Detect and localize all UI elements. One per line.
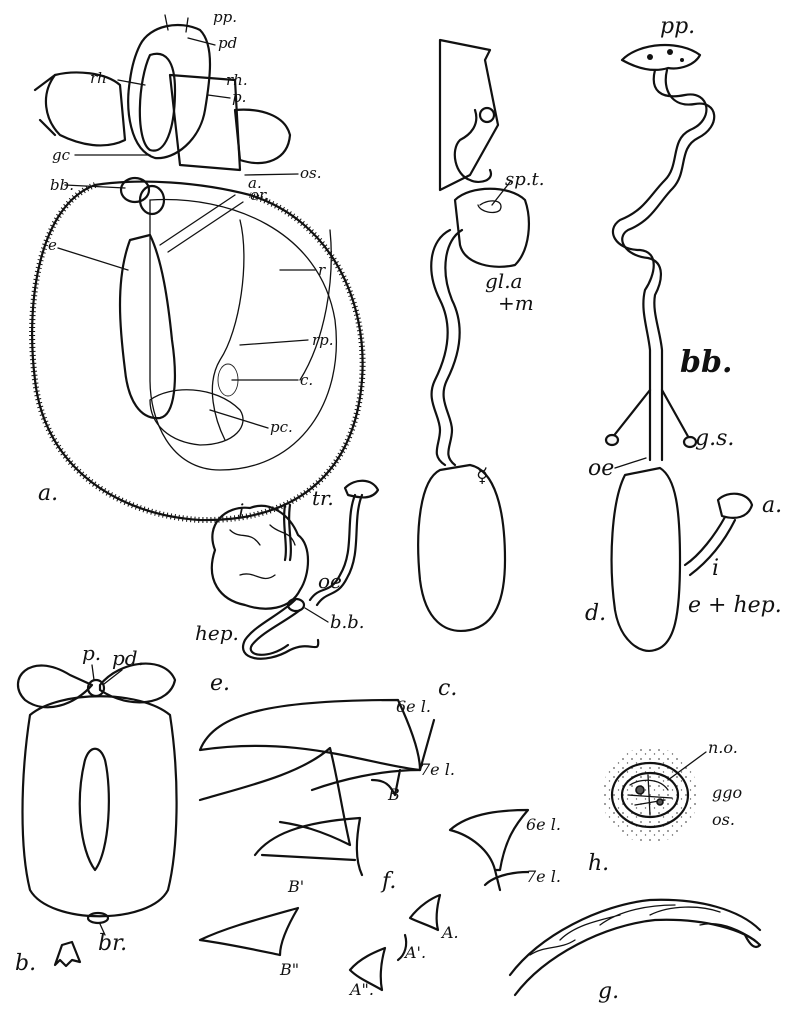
label-a-p: p. xyxy=(232,88,246,106)
label-a-os: os. xyxy=(300,164,322,182)
figure-d-body xyxy=(612,468,680,651)
tooth-A xyxy=(410,895,440,930)
label-c-spt: sp.t. xyxy=(505,169,544,190)
label-a-pd: pd xyxy=(218,34,237,52)
label-h-ggo: ggo xyxy=(712,783,742,802)
label-d-gs: g.s. xyxy=(695,426,734,451)
label-e-tr: tr. xyxy=(312,486,334,510)
figure-a: pp. pd rh rh. p. gc bb. e os. a. or. r r… xyxy=(32,8,363,520)
label-f-A: A. xyxy=(440,923,459,942)
figure-c: sp.t. gl.a +m ☿ c. xyxy=(418,40,544,701)
label-d-i: i xyxy=(712,556,719,581)
label-f-6e-right: 6e l. xyxy=(526,815,561,834)
label-e-hep: hep. xyxy=(195,621,239,645)
label-f-B: B xyxy=(387,785,400,804)
tooth-B-prime xyxy=(200,748,350,845)
tooth-7e xyxy=(312,720,434,795)
label-d-bb: bb. xyxy=(680,345,732,380)
label-a-r: r xyxy=(318,261,326,279)
label-d-ehep: e + hep. xyxy=(688,593,782,618)
label-a-or: or. xyxy=(250,186,269,204)
label-a-rp: rp. xyxy=(312,331,334,349)
label-a-rh-right: rh. xyxy=(226,71,248,89)
caption-c: c. xyxy=(438,676,457,701)
label-h-os: os. xyxy=(712,810,735,829)
organ-e xyxy=(120,235,175,418)
figure-g: g. xyxy=(510,900,760,1004)
caption-d: d. xyxy=(585,601,606,626)
figure-b: p. pd. br. b. xyxy=(15,641,177,976)
label-b-pd: pd. xyxy=(112,646,144,670)
label-c-m: +m xyxy=(498,291,534,315)
label-b-p: p. xyxy=(82,641,101,665)
label-e-i: i. xyxy=(238,499,251,523)
caption-h: h. xyxy=(588,851,609,876)
tooth-B-double xyxy=(200,908,298,955)
label-c-gla: gl.a xyxy=(485,269,522,293)
figure-c-body xyxy=(418,465,505,631)
label-f-Aprime: A'. xyxy=(403,943,426,962)
label-h-no: n.o. xyxy=(708,738,738,757)
label-e-bb: b.b. xyxy=(330,612,365,633)
caption-g: g. xyxy=(598,979,619,1004)
label-f-Bprime: B' xyxy=(287,877,304,896)
figure-d: pp. bb. g.s. oe a. i e + hep. d. xyxy=(585,14,782,651)
label-e-oe: oe xyxy=(318,569,342,593)
figure-f: 6e l. 7e l. B B' B" 6e l. 7e l. A. A'. A… xyxy=(200,697,561,999)
label-f-Adouble: A". xyxy=(348,980,374,999)
label-a-pc: pc. xyxy=(270,418,293,436)
label-c-hermaphrodite: ☿ xyxy=(476,463,488,487)
label-f-7e-left: 7e l. xyxy=(420,760,455,779)
label-d-oe: oe xyxy=(588,456,614,481)
caption-a: a. xyxy=(38,481,58,506)
label-d-a: a. xyxy=(762,493,782,518)
label-a-e: e xyxy=(48,236,57,254)
label-f-6e-left: 6e l. xyxy=(396,697,431,716)
caption-e: e. xyxy=(210,671,230,696)
tooth-right-6e xyxy=(450,810,528,870)
hepatopancreas xyxy=(212,506,308,609)
label-a-c: c. xyxy=(300,371,313,389)
label-a-gc: gc xyxy=(52,146,71,164)
caption-f: f. xyxy=(380,869,396,894)
label-d-pp: pp. xyxy=(660,14,695,39)
caption-b: b. xyxy=(15,951,36,976)
figure-h: n.o. ggo os. h. xyxy=(588,738,742,876)
label-f-Bdouble: B" xyxy=(279,960,299,979)
label-f-7e-right: 7e l. xyxy=(526,867,561,886)
label-b-br: br. xyxy=(98,931,127,956)
figure-e: i. tr. oe hep. b.b. e. xyxy=(195,481,378,696)
tooth-6e xyxy=(200,700,420,770)
label-a-pp: pp. xyxy=(213,8,237,26)
figure-b-body xyxy=(23,696,177,916)
label-a-rh-left: rh xyxy=(90,69,107,87)
